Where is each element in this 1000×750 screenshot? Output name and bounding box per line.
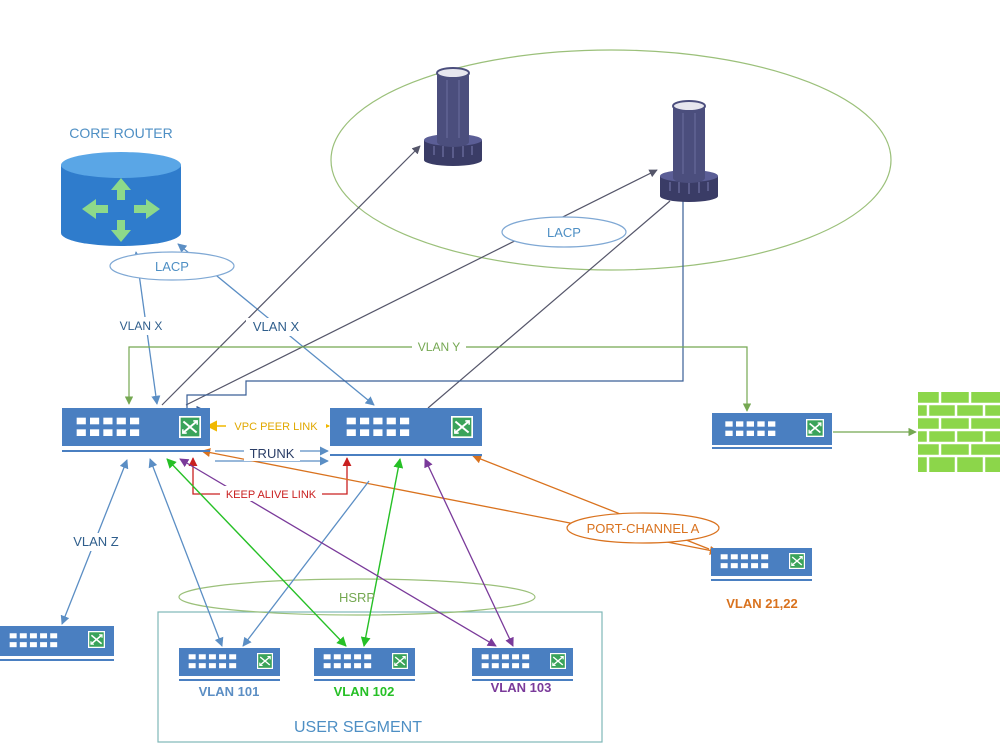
link-right-switch-server2	[427, 200, 671, 409]
link-vlan101-right	[242, 480, 370, 647]
user-segment-label: USER SEGMENT	[294, 719, 422, 736]
lacp-servers-label: LACP	[547, 225, 581, 240]
server-icon	[660, 100, 718, 202]
link-vlan101-left	[148, 458, 224, 647]
firewall-icon	[918, 392, 1000, 472]
link-vlan102-right	[360, 458, 404, 647]
lacp-servers-ellipse	[501, 216, 627, 248]
vlan-y-label: VLAN Y	[418, 340, 460, 354]
switch-icon	[472, 648, 573, 681]
trunk-label: TRUNK	[250, 446, 295, 461]
hsrp-label: HSRP	[339, 590, 375, 605]
vlan-21-22-label: VLAN 21,22	[726, 596, 798, 611]
vlan-z-label: VLAN Z	[73, 534, 119, 549]
switch-icon	[314, 648, 415, 681]
server-icon	[424, 67, 482, 166]
port-channel-a-label: PORT-CHANNEL A	[587, 521, 700, 536]
keep-alive-link-label: KEEP ALIVE LINK	[226, 489, 317, 501]
router-icon	[61, 152, 181, 246]
switch-icon	[330, 408, 482, 456]
lacp-router-label: LACP	[155, 259, 189, 274]
vlan-x-mid-label: VLAN X	[253, 319, 300, 334]
link-left-switch-server2	[185, 169, 658, 406]
lacp-router-ellipse	[109, 251, 235, 281]
port-channel-ellipse	[566, 512, 720, 544]
vlan-x-left-label: VLAN X	[120, 319, 163, 333]
vpc-peer-link-label: VPC PEER LINK	[234, 421, 318, 433]
switch-icon	[711, 548, 812, 581]
switch-icon	[62, 408, 210, 452]
switch-icon	[0, 626, 114, 661]
link-vlan103-right	[424, 458, 514, 647]
core-router-label: CORE ROUTER	[69, 125, 172, 141]
vlan-103-label: VLAN 103	[491, 680, 552, 695]
link-vlan-y	[124, 346, 752, 412]
switch-icon	[712, 413, 832, 449]
link-left-switch-server1	[161, 145, 421, 406]
server-cluster-ellipse	[330, 49, 892, 271]
vlan-101-label: VLAN 101	[199, 684, 260, 699]
switch-icon	[179, 648, 280, 681]
vlan-102-label: VLAN 102	[334, 684, 395, 699]
